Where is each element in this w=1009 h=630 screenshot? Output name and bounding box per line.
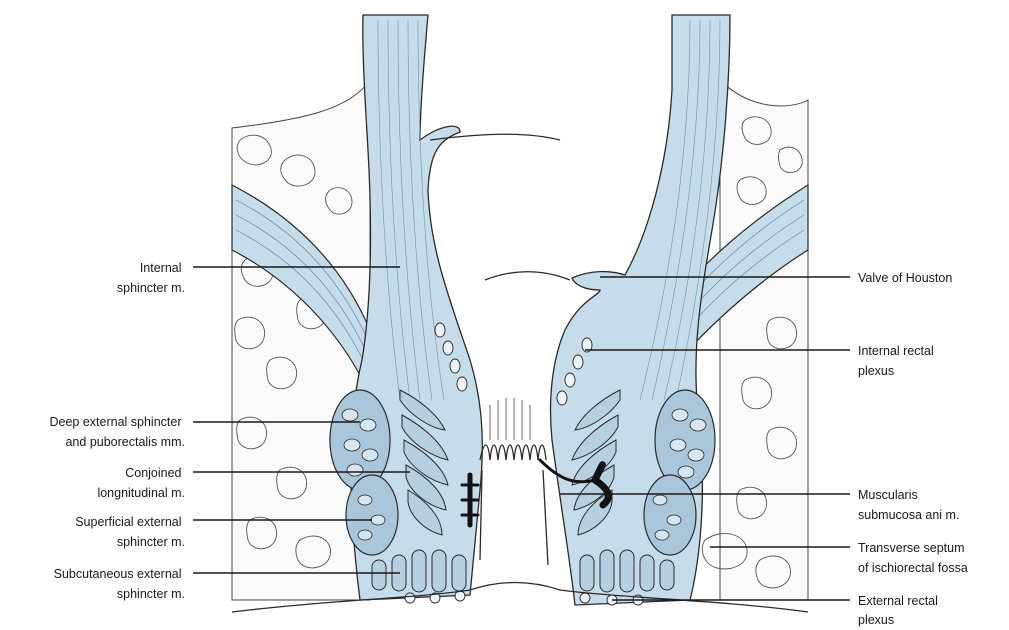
label-valve-of-houston: Valve of Houston — [858, 271, 952, 285]
label-muscularis-submucosa: Muscularis submucosa ani m. — [858, 488, 959, 522]
labels-right: Valve of Houston Internal rectal plexus … — [858, 271, 968, 627]
superficial-external-sphincter-left — [346, 475, 398, 555]
label-internal-rectal-plexus: Internal rectal plexus — [858, 344, 937, 378]
label-transverse-septum: Transverse septum of ischiorectal fossa — [858, 541, 968, 575]
rectal-lumen-lines — [430, 134, 570, 280]
label-deep-external-sphincter: Deep external sphincter and puborectalis… — [49, 415, 185, 449]
label-conjoined-longitudinal: Conjoined longnitudinal m. — [97, 466, 185, 500]
superficial-external-sphincter-right — [644, 475, 696, 555]
label-external-rectal-plexus: External rectal plexus — [858, 594, 941, 627]
labels-left: Internal sphincter m. Deep external sphi… — [49, 261, 185, 601]
label-superficial-external: Superficial external sphincter m. — [75, 515, 185, 549]
label-subcutaneous-external: Subcutaneous external sphincter m. — [54, 567, 185, 601]
label-internal-sphincter: Internal sphincter m. — [117, 261, 185, 295]
pectinate-folds — [480, 445, 546, 460]
subcutaneous-sphincter — [372, 550, 674, 592]
